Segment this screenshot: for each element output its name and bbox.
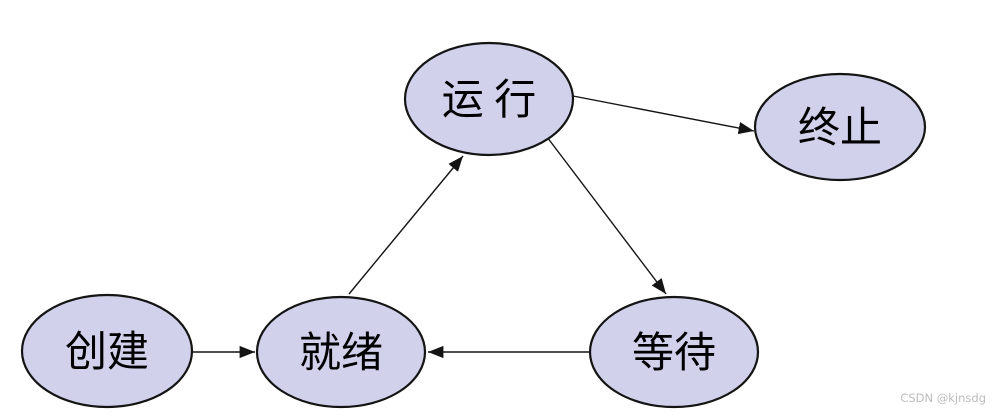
node-create-label: 创建 [65, 330, 149, 376]
edge-ready-to-running [348, 155, 464, 295]
node-running: 运 行 [403, 41, 575, 157]
node-waiting-ellipse [588, 295, 760, 409]
node-terminated-ellipse [753, 72, 927, 182]
node-terminated: 终止 [753, 72, 927, 182]
node-waiting-label: 等待 [632, 331, 716, 377]
node-waiting: 等待 [588, 295, 760, 409]
node-terminated-label: 终止 [798, 106, 882, 152]
edges [192, 95, 755, 359]
node-ready-label: 就绪 [299, 331, 383, 377]
node-running-label: 运 行 [442, 78, 537, 124]
edge-running-to-waiting [546, 136, 667, 295]
node-create: 创建 [20, 293, 194, 409]
watermark: CSDN @kjnsdg [900, 391, 986, 405]
node-create-ellipse [20, 293, 194, 409]
edge-running-to-terminated [572, 95, 755, 135]
node-ready: 就绪 [255, 295, 427, 409]
node-running-ellipse [403, 41, 575, 157]
node-ready-ellipse [255, 295, 427, 409]
